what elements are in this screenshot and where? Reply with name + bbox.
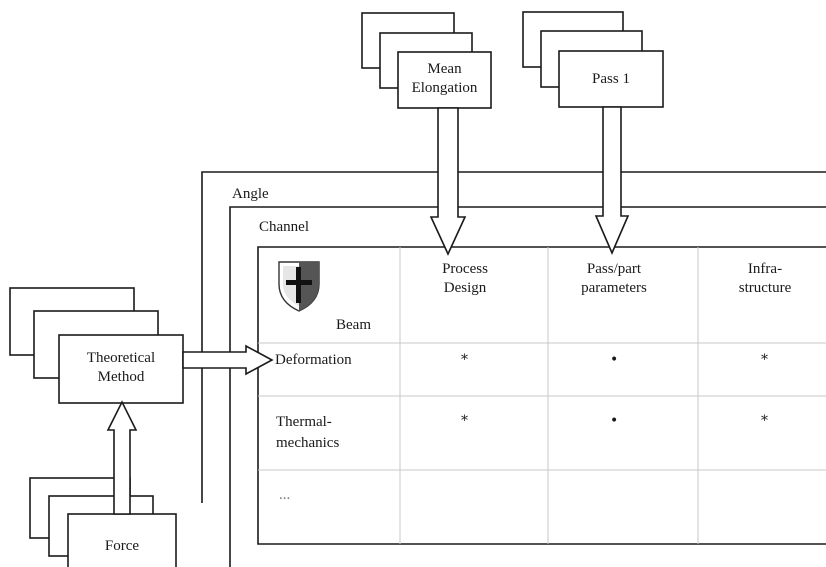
column-header-process-design-line1: Process <box>442 261 488 277</box>
mark-deformation-process-design: * <box>461 352 468 368</box>
pass-1-line1: Pass 1 <box>592 71 630 87</box>
column-header-pass-part-line1: Pass/part <box>586 261 642 277</box>
arrow-pass-1-down <box>594 106 630 256</box>
matrix-grid <box>258 247 826 544</box>
column-header-infrastructure-line1: Infra- <box>747 261 783 277</box>
mark-deformation-infrastructure: * <box>761 352 768 368</box>
angle-frame-label: Angle <box>232 186 269 202</box>
column-header-pass-part-parameters: Pass/part parameters <box>558 260 670 298</box>
row-header-thermal-line1: Thermal- <box>276 414 332 430</box>
column-header-infrastructure: Infra- structure <box>720 260 810 298</box>
arrow-mean-elongation-down <box>429 107 467 256</box>
mean-elongation-label: Mean Elongation <box>398 60 491 98</box>
row-header-deformation: Deformation <box>275 352 352 368</box>
force-label: Force <box>68 537 176 556</box>
theoretical-method-line1: Theoretical <box>86 350 156 366</box>
mean-elongation-line1: Mean <box>427 61 462 77</box>
mark-thermal-infrastructure: * <box>761 413 768 429</box>
pass-1-stack <box>522 11 664 108</box>
mean-elongation-line2: Elongation <box>411 80 478 96</box>
arrow-force-up <box>106 400 138 515</box>
arrow-theoretical-method-right <box>182 344 274 376</box>
row-header-ellipsis: ... <box>279 487 291 503</box>
row-header-thermal-mechanics: Thermal- mechanics <box>276 412 339 454</box>
column-header-infrastructure-line2: structure <box>738 280 792 296</box>
pass-1-label: Pass 1 <box>559 70 663 89</box>
mean-elongation-stack <box>361 12 492 109</box>
theoretical-method-label: Theoretical Method <box>59 349 183 387</box>
mark-thermal-pass-part: • <box>610 413 618 429</box>
channel-frame-label: Channel <box>259 219 309 235</box>
channel-frame <box>229 206 826 567</box>
column-header-pass-part-line2: parameters <box>581 280 647 296</box>
column-header-process-design-line2: Design <box>443 280 487 296</box>
theoretical-method-stack <box>9 287 184 404</box>
matrix-corner-label: Beam <box>336 317 371 333</box>
shield-cross-icon <box>278 261 320 312</box>
theoretical-method-line2: Method <box>97 369 145 385</box>
row-header-thermal-line2: mechanics <box>276 435 340 451</box>
mark-thermal-process-design: * <box>461 413 468 429</box>
force-line1: Force <box>104 538 140 554</box>
mark-deformation-pass-part: • <box>610 352 618 368</box>
column-header-process-design: Process Design <box>420 260 510 298</box>
